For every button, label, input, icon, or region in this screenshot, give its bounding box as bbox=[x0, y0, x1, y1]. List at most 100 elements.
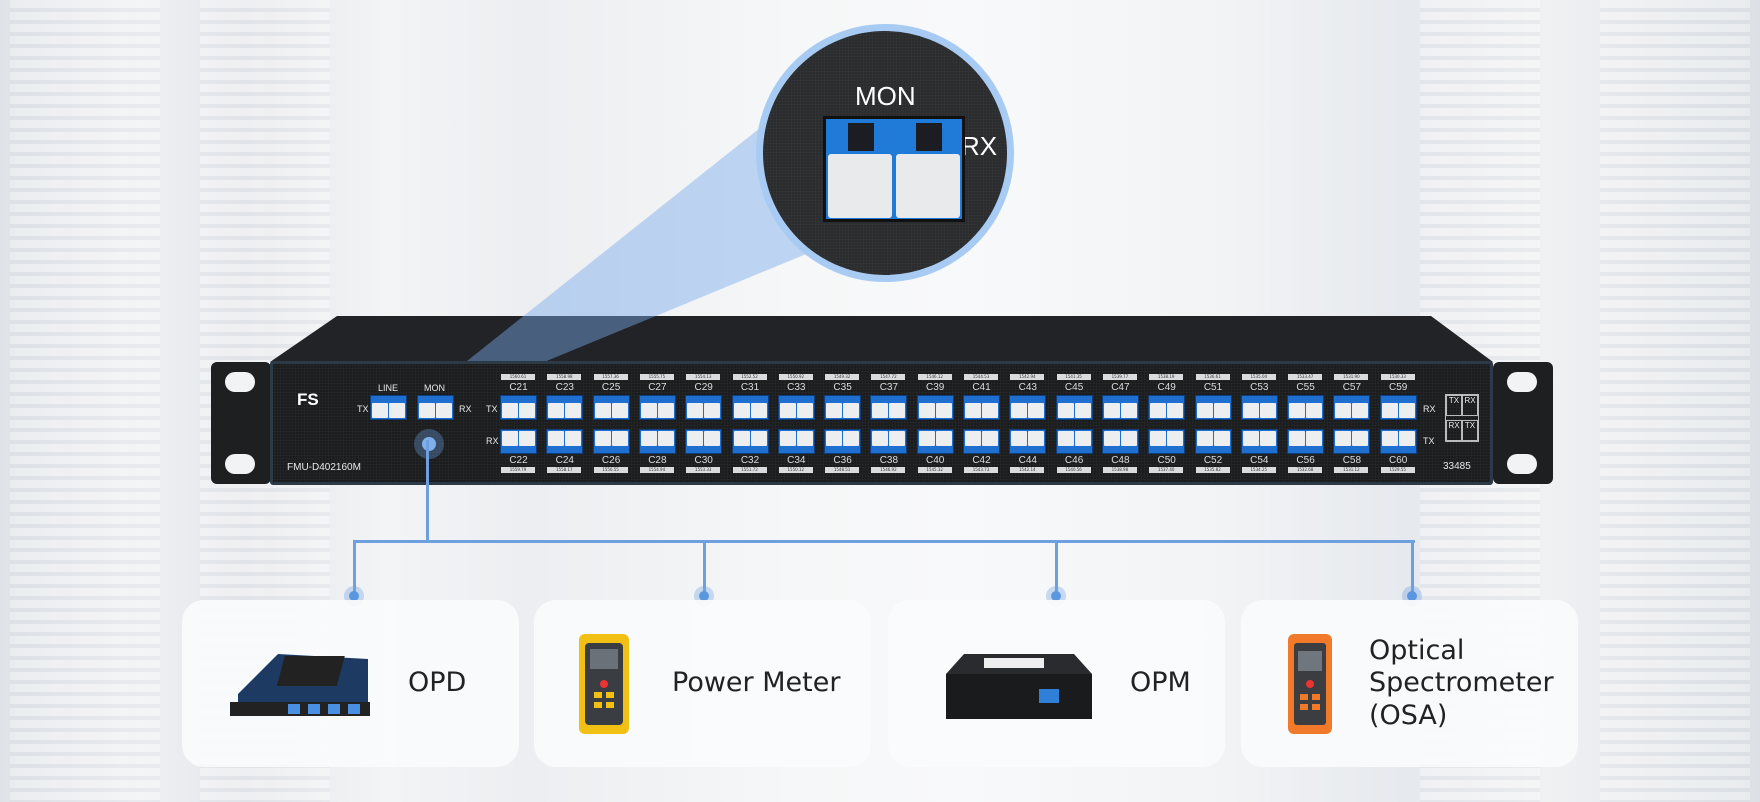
wavelength-label: 1547.72 bbox=[871, 374, 906, 380]
port-c26[interactable] bbox=[592, 429, 630, 454]
port-c48[interactable] bbox=[1101, 429, 1139, 454]
channel-label: C37 bbox=[879, 382, 899, 393]
wavelength-label: 1556.55 bbox=[593, 467, 628, 473]
port-c24[interactable] bbox=[546, 429, 584, 454]
port-c57[interactable] bbox=[1333, 395, 1371, 420]
port-c45[interactable] bbox=[1055, 395, 1093, 420]
port-legend: TX RX RX TX bbox=[1445, 394, 1479, 442]
port-c29[interactable] bbox=[685, 395, 723, 420]
channel-label: C44 bbox=[1018, 455, 1037, 466]
channel-label: C56 bbox=[1296, 455, 1315, 466]
rx-label: RX bbox=[486, 436, 499, 446]
port-c50[interactable] bbox=[1148, 429, 1186, 454]
port-c54[interactable] bbox=[1240, 429, 1278, 454]
device-label: Optical Spectrometer (OSA) bbox=[1369, 634, 1554, 731]
port-c22[interactable] bbox=[500, 429, 537, 454]
channel-label: C60 bbox=[1389, 455, 1408, 466]
port-c28[interactable] bbox=[638, 429, 676, 454]
server-rack-bg bbox=[10, 0, 160, 802]
rack-ear-left bbox=[211, 362, 271, 484]
wavelength-label: 1552.52 bbox=[732, 374, 767, 380]
wavelength-label: 1541.35 bbox=[1056, 374, 1091, 380]
port-c41[interactable] bbox=[963, 395, 1000, 420]
port-c52[interactable] bbox=[1194, 429, 1232, 454]
legend-cell: TX bbox=[1462, 420, 1478, 441]
port-c35[interactable] bbox=[824, 395, 862, 420]
channel-label: C24 bbox=[555, 455, 574, 466]
chassis-top bbox=[270, 316, 1493, 362]
port-c38[interactable] bbox=[870, 429, 908, 454]
port-c37[interactable] bbox=[870, 395, 908, 420]
mon-port[interactable] bbox=[417, 395, 454, 420]
port-c60[interactable] bbox=[1379, 429, 1417, 454]
device-card-opd: OPD bbox=[182, 600, 519, 767]
port-c21[interactable] bbox=[500, 395, 537, 420]
port-c55[interactable] bbox=[1287, 395, 1325, 420]
channel-label: C53 bbox=[1250, 382, 1269, 393]
port-c31[interactable] bbox=[731, 395, 769, 420]
port-c47[interactable] bbox=[1101, 395, 1139, 420]
mon-port-marker bbox=[414, 429, 444, 459]
wavelength-label: 1548.51 bbox=[825, 467, 860, 473]
port-c43[interactable] bbox=[1009, 395, 1047, 420]
connector-line bbox=[426, 440, 429, 541]
port-c34[interactable] bbox=[777, 429, 815, 454]
port-c30[interactable] bbox=[685, 429, 723, 454]
serial-number: 33485 bbox=[1443, 461, 1471, 472]
channel-label: C32 bbox=[740, 455, 760, 466]
wavelength-label: 1538.98 bbox=[1102, 467, 1137, 473]
channel-label: C42 bbox=[972, 455, 991, 466]
channel-label: C33 bbox=[787, 382, 806, 393]
device-card-osa: Optical Spectrometer (OSA) bbox=[1241, 600, 1578, 767]
wavelength-label: 1540.56 bbox=[1056, 467, 1091, 473]
port-c39[interactable] bbox=[916, 395, 954, 420]
port-c33[interactable] bbox=[777, 395, 815, 420]
model-number: FMU-D402160M bbox=[287, 462, 361, 473]
port-c44[interactable] bbox=[1009, 429, 1047, 454]
wavelength-label: 1558.17 bbox=[547, 467, 582, 473]
channel-label: C29 bbox=[694, 382, 713, 393]
channel-label: C59 bbox=[1389, 382, 1408, 393]
port-c27[interactable] bbox=[638, 395, 676, 420]
port-c58[interactable] bbox=[1333, 429, 1371, 454]
legend-cell: TX bbox=[1446, 395, 1462, 416]
line-port[interactable] bbox=[370, 395, 407, 420]
channel-label: C23 bbox=[555, 382, 574, 393]
wavelength-label: 1538.19 bbox=[1149, 374, 1184, 380]
channel-label: C31 bbox=[740, 382, 760, 393]
port-c32[interactable] bbox=[731, 429, 769, 454]
tx-label: TX bbox=[486, 404, 498, 414]
wavelength-label: 1531.90 bbox=[1334, 374, 1369, 380]
port-c51[interactable] bbox=[1194, 395, 1232, 420]
port-c25[interactable] bbox=[592, 395, 630, 420]
wavelength-label: 1531.12 bbox=[1334, 467, 1369, 473]
port-c23[interactable] bbox=[546, 395, 584, 420]
wavelength-label: 1545.32 bbox=[917, 467, 952, 473]
port-c56[interactable] bbox=[1287, 429, 1325, 454]
connector-line bbox=[1055, 540, 1058, 595]
port-c46[interactable] bbox=[1055, 429, 1093, 454]
channel-label: C39 bbox=[926, 382, 945, 393]
port-c42[interactable] bbox=[963, 429, 1000, 454]
wavelength-label: 1554.13 bbox=[686, 374, 721, 380]
device-label: OPD bbox=[408, 667, 467, 699]
wavelength-label: 1555.75 bbox=[639, 374, 674, 380]
channel-label: C22 bbox=[509, 455, 528, 466]
port-c59[interactable] bbox=[1379, 395, 1417, 420]
port-c40[interactable] bbox=[916, 429, 954, 454]
rx-label: RX bbox=[459, 404, 472, 414]
mux-front-panel: FS FMU-D402160M 33485 LINE MON TX RX TX … bbox=[270, 361, 1493, 485]
wavelength-label: 1544.53 bbox=[964, 374, 998, 380]
wavelength-label: 1550.92 bbox=[778, 374, 813, 380]
port-c36[interactable] bbox=[824, 429, 862, 454]
port-c49[interactable] bbox=[1148, 395, 1186, 420]
device-label: Power Meter bbox=[672, 667, 841, 699]
channel-label: C55 bbox=[1296, 382, 1315, 393]
rack-ear-right bbox=[1493, 362, 1553, 484]
wavelength-label: 1560.61 bbox=[501, 374, 535, 380]
wavelength-label: 1537.40 bbox=[1149, 467, 1184, 473]
connector-line bbox=[1411, 540, 1414, 595]
port-c53[interactable] bbox=[1240, 395, 1278, 420]
rx-label: RX bbox=[1423, 404, 1436, 414]
opm-box-icon bbox=[946, 653, 1092, 719]
